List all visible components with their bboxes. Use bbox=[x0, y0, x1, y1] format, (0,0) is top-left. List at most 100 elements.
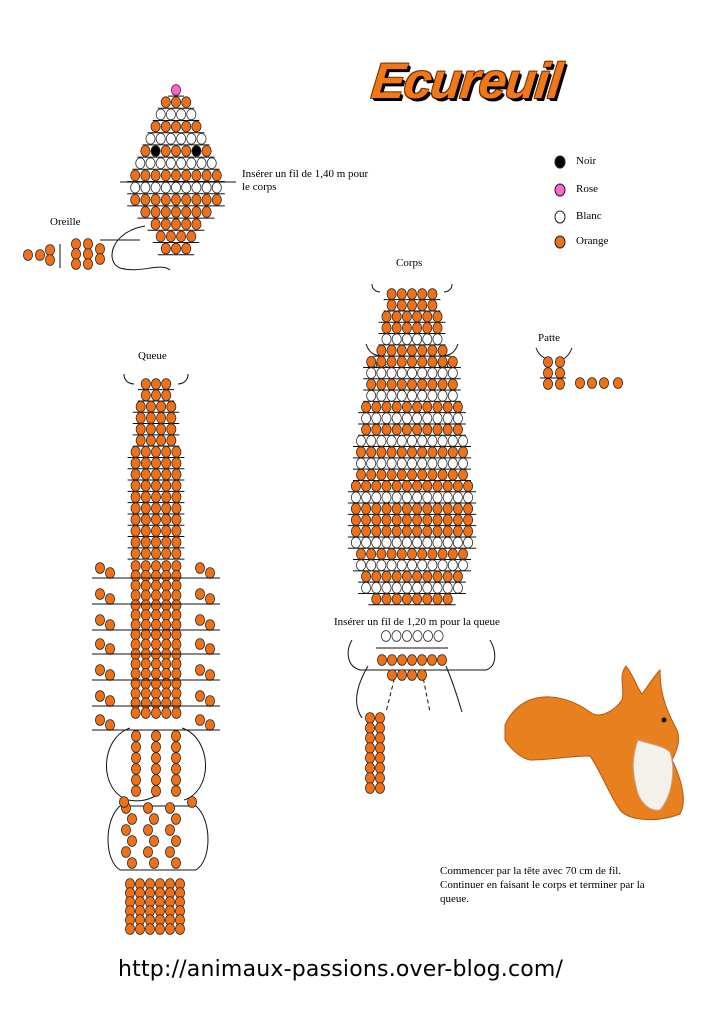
tail-strand-bead bbox=[170, 774, 181, 786]
tail-bead bbox=[171, 697, 182, 709]
tail-bead bbox=[161, 707, 172, 719]
tail-bead bbox=[171, 468, 182, 481]
body-bead bbox=[412, 502, 423, 515]
body-bead bbox=[442, 536, 453, 549]
tail-side-bead bbox=[95, 714, 106, 726]
tail-bead bbox=[150, 536, 161, 548]
tail-bead bbox=[171, 502, 182, 515]
body-bead bbox=[442, 514, 453, 526]
tail-strand-bead bbox=[142, 802, 153, 814]
tail-attach-strip-bead bbox=[374, 782, 385, 794]
head-bead bbox=[186, 108, 197, 121]
body-bead bbox=[381, 412, 392, 425]
body-bead bbox=[401, 412, 412, 425]
body-bead bbox=[447, 468, 458, 481]
tail-attach-strip-bead bbox=[374, 742, 385, 754]
ear-bead bbox=[45, 244, 56, 256]
body-bead bbox=[391, 570, 402, 583]
head-bead bbox=[181, 194, 192, 206]
body-bead bbox=[432, 401, 443, 413]
body-bead bbox=[417, 457, 428, 470]
body-bead bbox=[366, 457, 377, 470]
body-bead bbox=[381, 514, 392, 526]
body-bead bbox=[437, 457, 448, 470]
tail-tip-bead bbox=[134, 923, 145, 935]
tail-strand-bead bbox=[170, 763, 181, 775]
tail-attach-strip-bead bbox=[364, 742, 375, 754]
body-bead bbox=[381, 502, 392, 515]
tail-bead bbox=[150, 491, 161, 503]
tail-tip-bead bbox=[154, 923, 165, 935]
head-bead bbox=[160, 96, 171, 108]
body-bead bbox=[366, 389, 377, 402]
paw-bead bbox=[599, 377, 610, 389]
tail-bead bbox=[140, 707, 151, 719]
tail-bead bbox=[161, 609, 172, 621]
body-bead bbox=[386, 548, 397, 560]
tail-attach-strip-bead bbox=[374, 762, 385, 774]
body-bead bbox=[447, 355, 458, 368]
body-bead bbox=[437, 367, 448, 379]
tail-bead bbox=[130, 513, 141, 526]
body-bead bbox=[396, 299, 407, 312]
body-label: Corps bbox=[396, 257, 423, 269]
ear-bead bbox=[45, 254, 56, 266]
tail-strand-bead bbox=[142, 824, 153, 836]
body-bead bbox=[406, 355, 417, 368]
tail-side-bead bbox=[204, 643, 215, 655]
body-bead bbox=[406, 299, 417, 312]
head-bead bbox=[155, 157, 166, 170]
tail-bead bbox=[166, 400, 177, 413]
tail-bead bbox=[161, 697, 172, 709]
tail-bead bbox=[161, 468, 172, 481]
body-bead bbox=[437, 468, 448, 481]
ear-bead bbox=[22, 249, 33, 261]
tail-side-bead bbox=[194, 614, 205, 626]
tail-bead bbox=[171, 547, 182, 560]
body-bead bbox=[412, 536, 423, 549]
body-bead bbox=[427, 389, 438, 402]
tail-strand-bead bbox=[150, 763, 161, 775]
tail-attach-bead bbox=[406, 654, 417, 666]
body-bead bbox=[386, 367, 397, 379]
body-bead bbox=[396, 548, 407, 560]
body-bead bbox=[412, 333, 423, 346]
tail-attach-bead bbox=[436, 654, 447, 666]
ear-loop-wire bbox=[111, 225, 171, 271]
body-bead bbox=[396, 344, 407, 357]
tail-lower-loop bbox=[107, 805, 209, 871]
body-bead bbox=[396, 288, 407, 300]
tail-bead bbox=[130, 457, 141, 469]
tail-bead bbox=[140, 697, 151, 709]
body-bead bbox=[432, 310, 443, 323]
body-bead bbox=[391, 491, 402, 504]
body-bead bbox=[442, 570, 453, 583]
head-bead bbox=[130, 194, 141, 206]
body-bead bbox=[412, 423, 423, 436]
body-bead bbox=[396, 457, 407, 470]
tail-bead bbox=[161, 378, 172, 390]
body-bead bbox=[381, 581, 392, 594]
body-bead bbox=[422, 593, 433, 605]
tail-bead bbox=[140, 513, 151, 526]
tail-strand-bead bbox=[150, 785, 161, 797]
body-bead bbox=[412, 412, 423, 425]
head-bead bbox=[170, 181, 181, 194]
head-bead bbox=[170, 194, 181, 206]
tail-side-bead bbox=[204, 695, 215, 707]
body-bead bbox=[452, 480, 463, 492]
body-bead bbox=[427, 344, 438, 357]
tail-bead bbox=[135, 412, 146, 424]
head-bead bbox=[211, 181, 222, 194]
body-bead bbox=[442, 401, 453, 413]
body-bead bbox=[366, 435, 377, 447]
body-bead bbox=[422, 502, 433, 515]
head-bead bbox=[150, 181, 161, 194]
source-url[interactable]: http://animaux-passions.over-blog.com/ bbox=[118, 957, 564, 982]
tail-bead bbox=[130, 536, 141, 548]
tail-tip-bead bbox=[174, 923, 185, 935]
body-bead bbox=[401, 423, 412, 436]
tail-strand-bead bbox=[170, 857, 181, 869]
body-bead bbox=[457, 446, 468, 459]
tail-side-bead bbox=[95, 588, 106, 600]
